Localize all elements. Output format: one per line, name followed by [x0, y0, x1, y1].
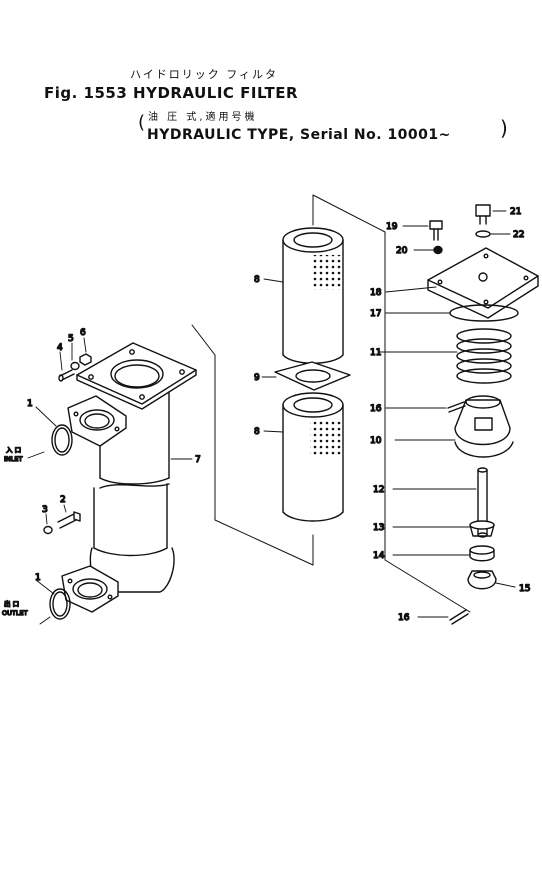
o-ring-outlet	[49, 588, 71, 620]
callout-12: 12	[373, 485, 384, 495]
valve-ring	[469, 545, 495, 562]
callout-2: 2	[60, 495, 66, 505]
callout-17: 17	[370, 309, 381, 319]
subtitle-japanese: 油 圧 式,適用号機	[148, 112, 258, 123]
inlet-label-jp: 入 口	[6, 446, 21, 454]
valve-cap	[467, 570, 497, 590]
callout-21: 21	[510, 207, 521, 217]
cover-gasket	[449, 304, 519, 322]
callout-16-upper: 16	[370, 404, 382, 414]
assembly-guide-lines	[191, 194, 471, 613]
valve-seat	[469, 520, 495, 537]
lower-fastener-set	[43, 511, 81, 535]
callout-leaders	[35, 210, 516, 625]
subtitle-open-paren: (	[138, 112, 146, 133]
callout-8-lower: 8	[254, 427, 260, 437]
callout-3: 3	[42, 505, 48, 515]
callout-20: 20	[396, 246, 408, 256]
callout-13: 13	[373, 523, 384, 533]
filter-element-upper	[282, 227, 344, 364]
callout-6: 6	[80, 328, 86, 338]
o-ring-inlet	[51, 424, 73, 456]
title-text: HYDRAULIC FILTER	[133, 84, 299, 102]
plug-washer	[433, 245, 443, 255]
callout-9: 9	[254, 373, 260, 383]
callout-19: 19	[386, 222, 398, 232]
o-ring-outlet-inner	[52, 591, 68, 617]
callout-10: 10	[370, 436, 382, 446]
spacer-plate	[274, 361, 351, 391]
callout-11: 11	[370, 348, 381, 358]
callout-8-upper: 8	[254, 275, 260, 285]
filter-cover	[427, 247, 539, 319]
valve-body	[454, 395, 514, 458]
callout-15: 15	[519, 584, 530, 594]
spring	[456, 328, 512, 384]
title-japanese: ハイドロリック フィルタ	[130, 68, 279, 81]
page-title: Fig. 1553 HYDRAULIC FILTER	[44, 86, 298, 101]
cover-o-ring	[475, 230, 491, 238]
drain-bolt	[449, 609, 469, 625]
callout-4: 4	[57, 343, 63, 353]
figure-label: Fig. 1553	[44, 84, 128, 102]
subtitle-text: HYDRAULIC TYPE, Serial No. 10001~	[147, 127, 451, 143]
port-labels: 入 口 INLET 出 口 OUTLET	[1, 445, 45, 618]
filter-housing	[61, 342, 197, 613]
relief-bolt	[447, 401, 466, 413]
filter-element-lower	[282, 392, 344, 522]
callout-22: 22	[513, 230, 524, 240]
callout-numbers: 1 1 2 3 4 5 6 7 8 8 9 10 11 12 13 14 15 …	[26, 206, 531, 623]
subtitle-close-paren: )	[500, 116, 508, 140]
outlet-label: OUTLET	[2, 609, 28, 617]
o-ring-inlet-inner	[54, 427, 70, 453]
callout-18: 18	[370, 288, 382, 298]
callout-14: 14	[373, 551, 385, 561]
plug-bolt	[429, 220, 443, 241]
inlet-label: INLET	[4, 455, 23, 463]
callout-1-inlet: 1	[27, 399, 33, 409]
cover-bolt	[475, 204, 491, 225]
callout-7: 7	[195, 455, 201, 465]
callout-16-lower: 16	[398, 613, 410, 623]
upper-fastener-set	[58, 353, 92, 382]
outlet-label-jp: 出 口	[4, 599, 19, 608]
callout-5: 5	[68, 334, 74, 344]
callout-1-outlet: 1	[35, 573, 41, 583]
